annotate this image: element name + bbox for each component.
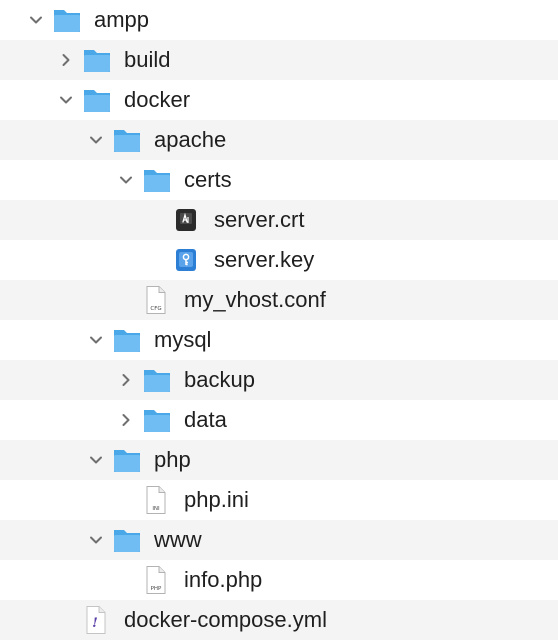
folder-icon — [112, 446, 142, 474]
key-file-icon — [174, 245, 198, 275]
document-file-icon: PHP — [144, 565, 168, 595]
document-file-icon: CFG — [144, 285, 168, 315]
tree-row-mysql[interactable]: mysql — [0, 320, 558, 360]
tree-row-label: certs — [184, 167, 232, 192]
chevron-right-icon[interactable] — [58, 52, 74, 68]
tree-row-ampp[interactable]: ampp — [0, 0, 558, 40]
document-file-icon: INI — [144, 485, 168, 515]
tree-row-php[interactable]: php — [0, 440, 558, 480]
chevron-right-icon[interactable] — [118, 372, 134, 388]
tree-row-apache[interactable]: apache — [0, 120, 558, 160]
folder-icon — [52, 6, 82, 34]
tree-row-label: info.php — [184, 567, 263, 592]
folder-icon — [142, 166, 172, 194]
chevron-down-icon[interactable] — [88, 452, 104, 468]
tree-row-my-vhost-conf[interactable]: CFG my_vhost.conf — [0, 280, 558, 320]
chevron-down-icon[interactable] — [88, 332, 104, 348]
tree-row-label: backup — [184, 367, 255, 392]
tree-row-label: mysql — [154, 327, 212, 352]
folder-icon — [112, 126, 142, 154]
chevron-right-icon[interactable] — [118, 412, 134, 428]
certificate-file-icon — [174, 205, 198, 235]
tree-row-label: build — [124, 47, 171, 72]
tree-row-label: docker-compose.yml — [124, 607, 327, 632]
chevron-down-icon[interactable] — [28, 12, 44, 28]
tree-row-server-key[interactable]: server.key — [0, 240, 558, 280]
chevron-down-icon[interactable] — [88, 532, 104, 548]
tree-row-server-crt[interactable]: server.crt — [0, 200, 558, 240]
tree-row-label: ampp — [94, 7, 150, 32]
tree-row-label: data — [184, 407, 227, 432]
file-badge: ! — [92, 616, 98, 631]
tree-row-label: server.key — [214, 247, 315, 272]
tree-row-backup[interactable]: backup — [0, 360, 558, 400]
tree-row-build[interactable]: build — [0, 40, 558, 80]
file-badge: CFG — [150, 306, 161, 312]
tree-row-label: www — [154, 527, 202, 552]
folder-icon — [82, 46, 112, 74]
tree-row-www[interactable]: www — [0, 520, 558, 560]
file-badge: INI — [152, 506, 160, 512]
folder-icon — [82, 86, 112, 114]
tree-row-label: server.crt — [214, 207, 305, 232]
folder-icon — [112, 526, 142, 554]
tree-row-docker-compose-yml[interactable]: ! docker-compose.yml — [0, 600, 558, 640]
chevron-down-icon[interactable] — [118, 172, 134, 188]
tree-row-certs[interactable]: certs — [0, 160, 558, 200]
tree-row-docker[interactable]: docker — [0, 80, 558, 120]
chevron-down-icon[interactable] — [58, 92, 74, 108]
file-badge: PHP — [151, 586, 162, 592]
tree-row-label: php — [154, 447, 191, 472]
tree-row-info-php[interactable]: PHP info.php — [0, 560, 558, 600]
chevron-down-icon[interactable] — [88, 132, 104, 148]
tree-row-label: my_vhost.conf — [184, 287, 326, 312]
tree-row-data[interactable]: data — [0, 400, 558, 440]
folder-icon — [112, 326, 142, 354]
tree-row-label: docker — [124, 87, 191, 112]
tree-row-php-ini[interactable]: INI php.ini — [0, 480, 558, 520]
folder-icon — [142, 366, 172, 394]
yaml-file-icon: ! — [84, 605, 108, 635]
tree-row-label: apache — [154, 127, 227, 152]
tree-row-label: php.ini — [184, 487, 249, 512]
folder-icon — [142, 406, 172, 434]
